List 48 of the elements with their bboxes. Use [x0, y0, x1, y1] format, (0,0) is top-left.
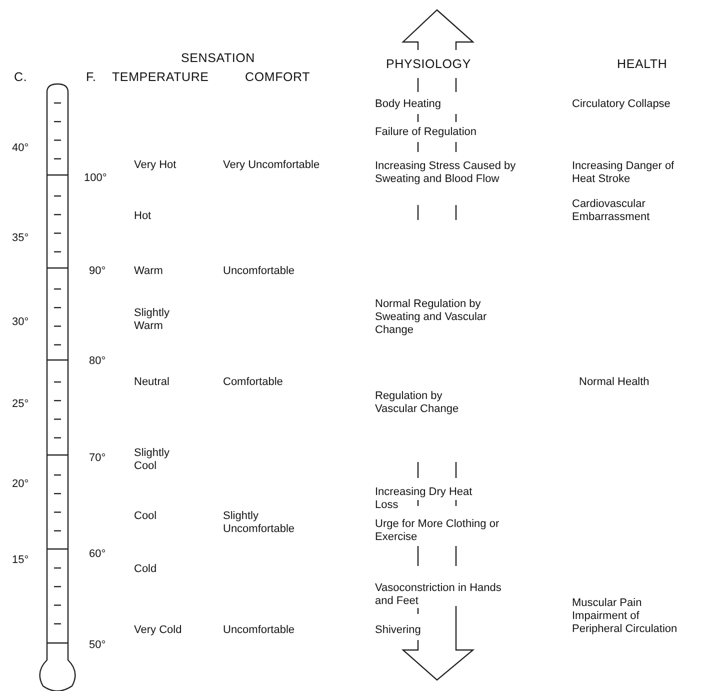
row-label: Vasoconstriction in Hands and Feet — [375, 582, 502, 608]
row-label: Muscular Pain — [572, 597, 642, 610]
row-label: Normal Health — [579, 376, 650, 389]
column-heading: F. — [86, 71, 96, 84]
column-heading: HEALTH — [617, 58, 668, 71]
row-label: Impairment of Peripheral Circulation — [572, 610, 678, 636]
row-label: Slightly Cool — [134, 447, 170, 473]
row-label: Hot — [134, 210, 152, 223]
row-label: Slightly Warm — [134, 307, 170, 333]
scale-label: 25° — [12, 398, 29, 411]
column-heading: TEMPERATURE — [112, 71, 209, 84]
row-label: Cool — [134, 510, 157, 523]
scale-label: 60° — [89, 548, 106, 561]
column-heading: SENSATION — [181, 52, 256, 65]
row-label: Failure of Regulation — [375, 126, 477, 139]
column-heading: C. — [14, 71, 28, 84]
row-label: Warm — [134, 265, 163, 278]
row-label: Very Hot — [134, 159, 176, 172]
row-label: Slightly Uncomfortable — [223, 510, 296, 536]
row-label: Cardiovascular Embarrassment — [572, 198, 651, 224]
row-label: Uncomfortable — [223, 624, 295, 637]
scale-label: 30° — [12, 316, 29, 329]
scale-label: 15° — [12, 554, 29, 567]
row-label: Regulation by Vascular Change — [375, 390, 460, 416]
scale-label: 20° — [12, 478, 29, 491]
scale-label: 80° — [89, 355, 106, 368]
row-label: Body Heating — [375, 98, 442, 111]
row-label: Neutral — [134, 376, 170, 389]
scale-label: 40° — [12, 142, 29, 155]
row-label: Shivering — [375, 624, 421, 637]
scale-label: 50° — [89, 639, 106, 652]
row-label: Comfortable — [223, 376, 283, 389]
scale-label: 35° — [12, 232, 29, 245]
row-label: Uncomfortable — [223, 265, 295, 278]
column-heading: COMFORT — [245, 71, 310, 84]
scale-label: 70° — [89, 452, 106, 465]
row-label: Very Uncomfortable — [223, 159, 321, 172]
column-heading: PHYSIOLOGY — [386, 58, 471, 71]
row-label: Normal Regulation by Sweating and Vascular Change — [375, 298, 488, 337]
scale-label: 90° — [89, 265, 106, 278]
scale-label: 100° — [84, 172, 107, 185]
row-label: Cold — [134, 563, 157, 576]
row-label: Increasing Danger of Heat Stroke — [572, 160, 676, 186]
row-label: Circulatory Collapse — [572, 98, 670, 111]
row-label: Increasing Stress Caused by Sweating and Blood Flow — [375, 160, 517, 186]
row-label: Urge for More Clothing or Exercise — [375, 518, 500, 544]
row-label: Increasing Dry Heat Loss — [375, 486, 474, 512]
row-label: Very Cold — [134, 624, 182, 637]
